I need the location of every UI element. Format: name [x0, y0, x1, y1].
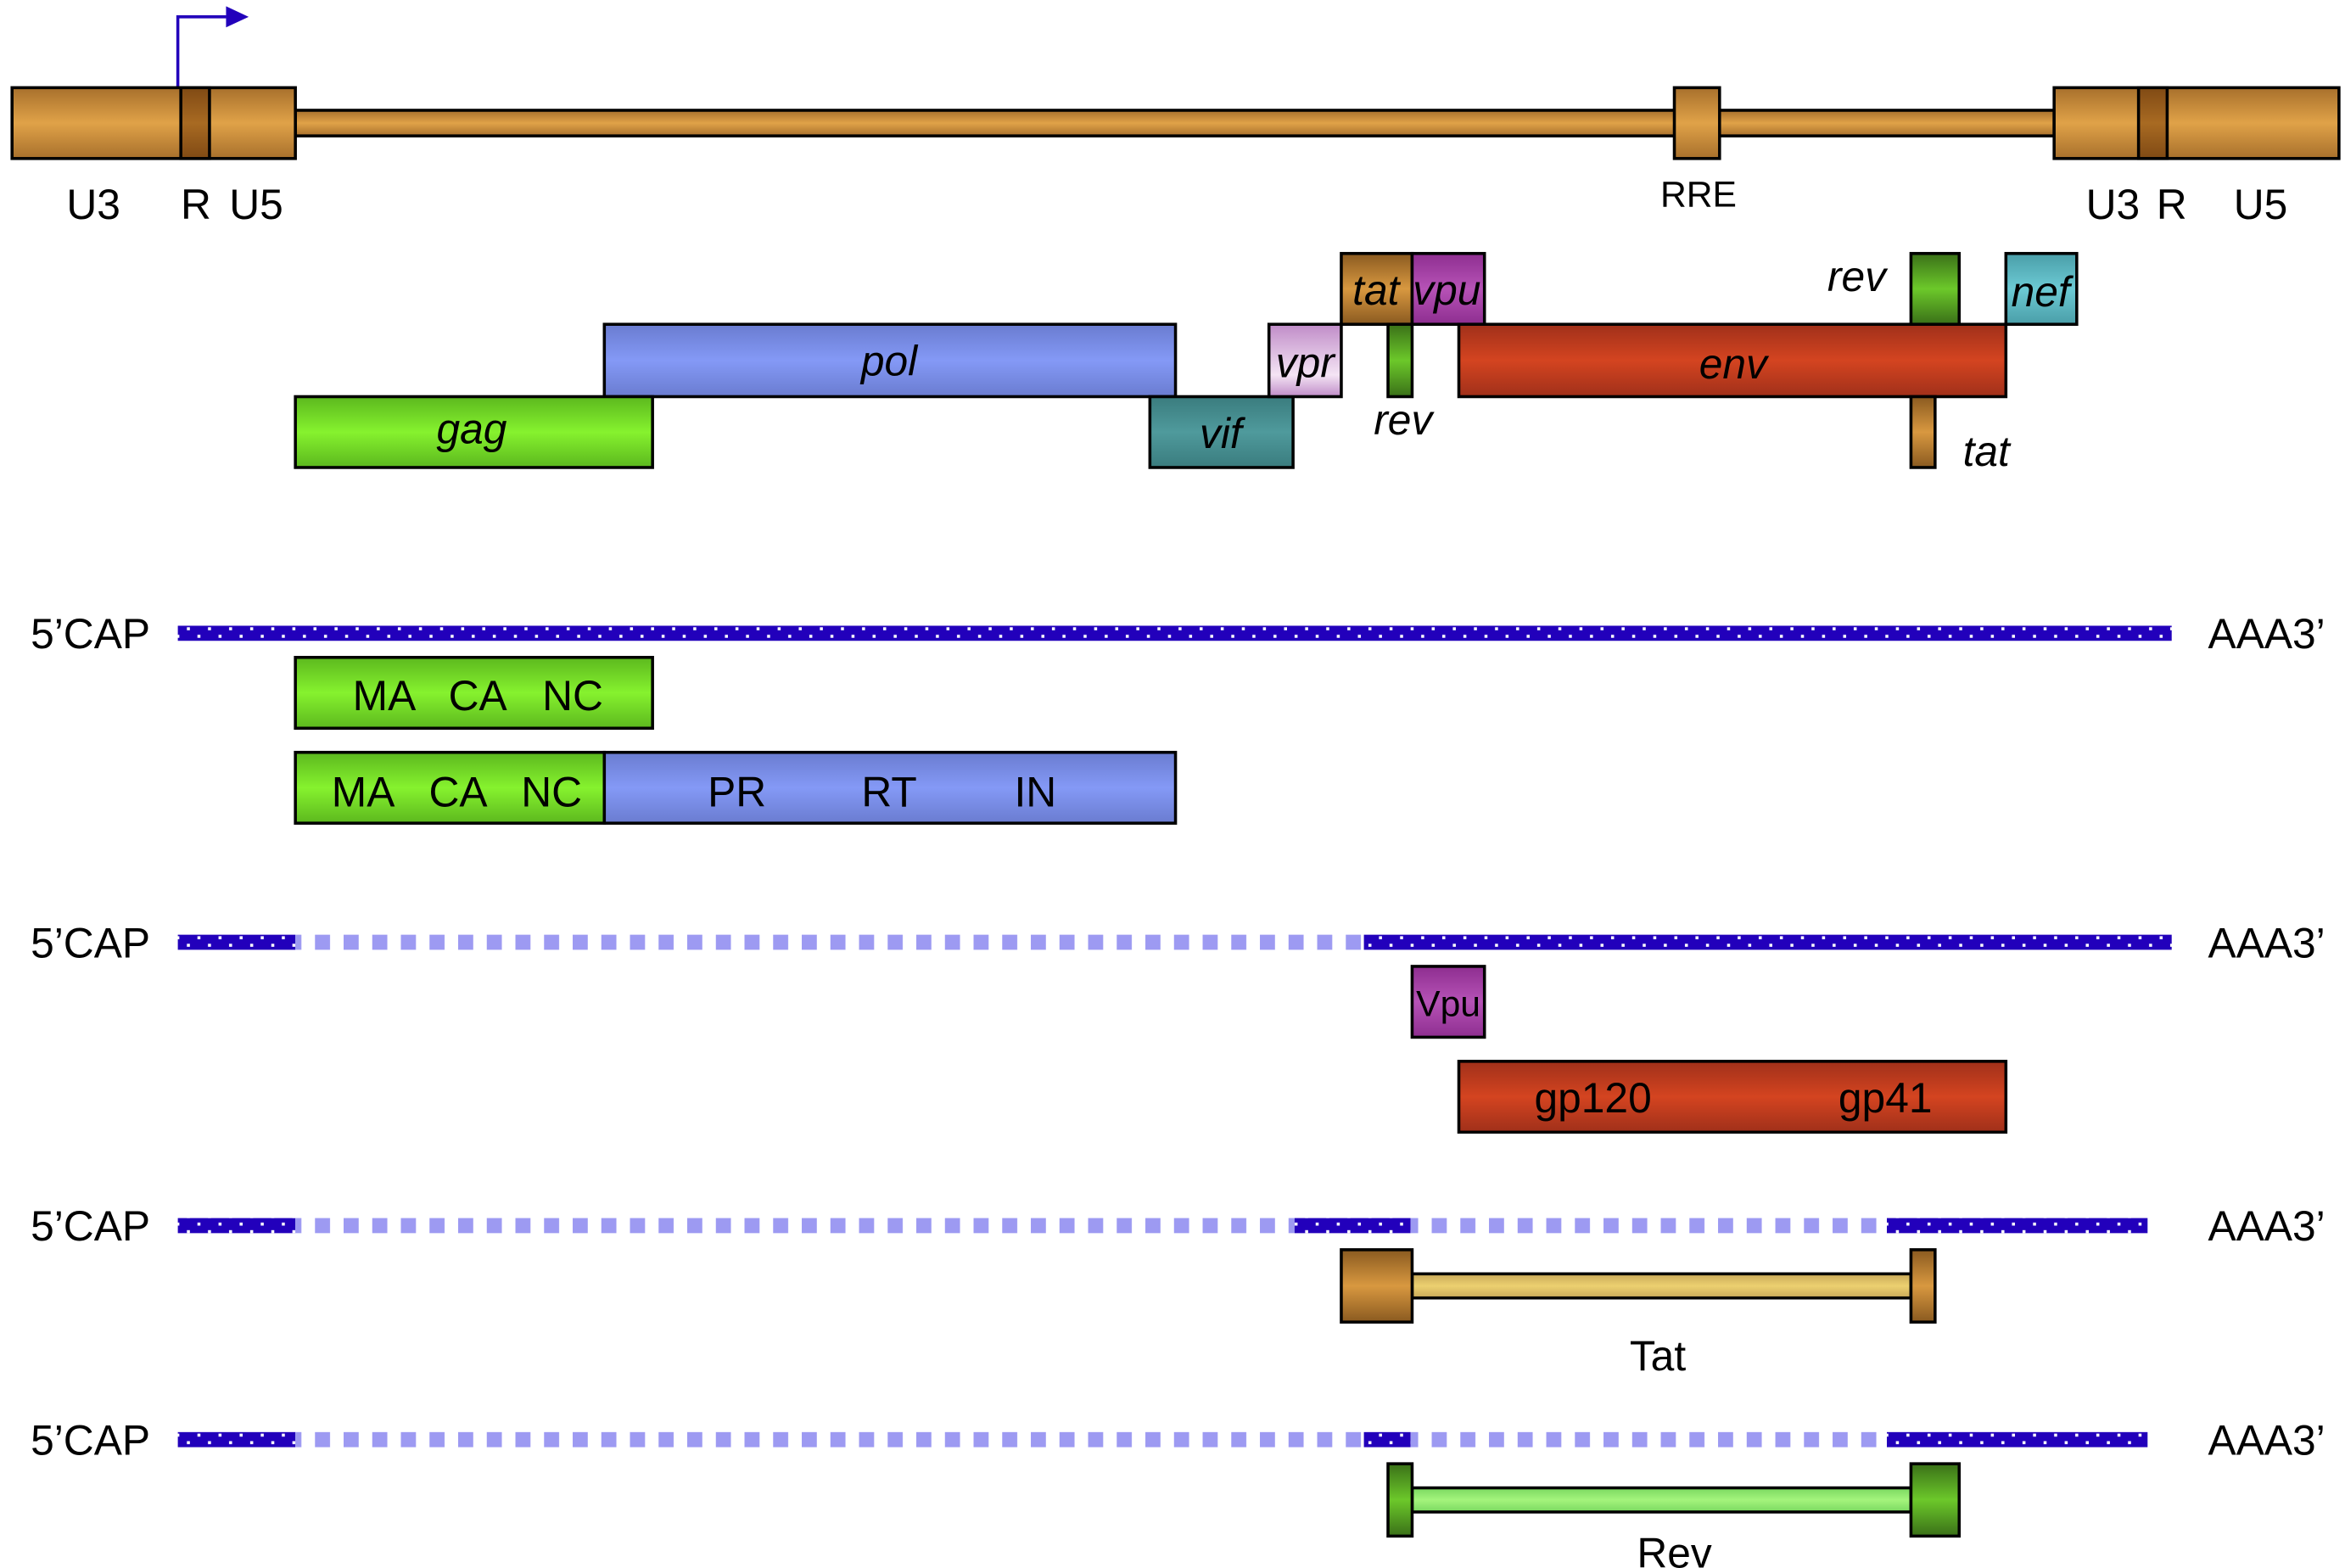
domain-nc: NC: [521, 769, 582, 816]
mrna-exon: [1363, 1431, 1411, 1448]
domain-ma: MA: [332, 769, 395, 816]
provirus: U3 R U5 RRE U3 R U5: [10, 6, 2341, 228]
gene-rev-exon1-label: rev: [1374, 396, 1435, 444]
domain-nc: NC: [542, 672, 603, 720]
domain-ca: CA: [428, 769, 488, 816]
gene-tat-exon2-label: tat: [1963, 428, 2012, 475]
protein-gag-pol: MA CA NC PR RT IN: [294, 750, 1178, 825]
mrna-exon: [1363, 934, 2172, 950]
rev-exon2-cap: [1909, 1462, 1962, 1538]
transcript-rev: 5’CAP AAA3’ Rev: [31, 1416, 2325, 1568]
protein-vpu: Vpu: [1410, 965, 1486, 1039]
gene-pol: pol: [602, 322, 1178, 399]
mrna-intron: [295, 1431, 1364, 1448]
label-ltr5-r: R: [181, 181, 211, 228]
gene-env: env: [1457, 322, 2008, 399]
domain-gp41: gp41: [1839, 1074, 1933, 1122]
protein-gag: MA CA NC: [294, 656, 654, 731]
tat-exon1-cap: [1340, 1248, 1414, 1324]
gene-tat-exon1-label: tat: [1352, 266, 1401, 314]
gene-tat-exon1: tat: [1340, 251, 1414, 326]
label-ltr5-u5: U5: [229, 181, 283, 228]
tat-linker: [1410, 1272, 1913, 1300]
mrna-exon: [177, 1218, 296, 1234]
mrna-intron: [1410, 1431, 1887, 1448]
transcript-tat: 5’CAP AAA3’ Tat: [31, 1202, 2325, 1380]
rre-element: [1672, 86, 1721, 160]
mrna-intron: [1410, 1218, 1887, 1234]
provirus-backbone: [294, 109, 2056, 137]
domain-ma: MA: [353, 672, 417, 720]
mrna-exon: [177, 934, 296, 950]
polya-label: AAA3’: [2208, 919, 2325, 966]
label-ltr5-u3: U3: [66, 181, 120, 228]
gene-vif-label: vif: [1200, 410, 1246, 457]
protein-tat: Tat: [1340, 1248, 1937, 1380]
label-ltr3-u3: U3: [2086, 181, 2141, 228]
ltr-3prime: [2052, 86, 2341, 160]
gene-vpu: vpu: [1410, 251, 1486, 326]
label-ltr3-r: R: [2157, 181, 2187, 228]
mrna-intron: [295, 1218, 1295, 1234]
gene-rev-exon1: rev: [1374, 322, 1435, 444]
gene-vif: vif: [1148, 395, 1295, 469]
transcription-start-arrow-icon: [176, 6, 249, 88]
protein-tat-label: Tat: [1630, 1332, 1687, 1380]
transcript-singly-spliced: 5’CAP AAA3’ Vpu gp120 gp41: [31, 919, 2325, 1134]
domain-rt: RT: [861, 769, 916, 816]
gene-pol-label: pol: [859, 338, 919, 385]
transcript-unspliced: 5’CAP AAA3’ MA CA NC MA CA NC PR RT IN: [31, 610, 2325, 825]
cap-label: 5’CAP: [31, 1202, 150, 1250]
mrna-exon: [177, 625, 2172, 641]
cap-label: 5’CAP: [31, 919, 150, 966]
mrna-exon: [177, 1431, 296, 1448]
rev-linker: [1410, 1486, 1913, 1514]
label-rre: RRE: [1660, 175, 1737, 216]
gene-tat-exon2: tat: [1909, 395, 2012, 475]
domain-gp120: gp120: [1534, 1074, 1651, 1122]
cap-label: 5’CAP: [31, 610, 150, 658]
mrna-exon: [1294, 1218, 1411, 1234]
polya-label: AAA3’: [2208, 1416, 2325, 1464]
gene-gag: gag: [294, 395, 654, 469]
label-ltr3-u5: U5: [2234, 181, 2288, 228]
ltr-3prime-r-region: [2136, 86, 2169, 160]
mrna-intron: [295, 934, 1364, 950]
gene-rev-exon2-label: rev: [1827, 253, 1889, 300]
polya-label: AAA3’: [2208, 1202, 2325, 1250]
domain-ca: CA: [449, 672, 508, 720]
ltr-5prime-r-region: [179, 86, 211, 160]
mrna-exon: [1886, 1431, 2148, 1448]
rev-exon1-cap: [1386, 1462, 1414, 1538]
domain-in: IN: [1014, 769, 1056, 816]
gene-map: pol gag vif vpr tat vpu rev env: [294, 251, 2079, 475]
protein-rev-label: Rev: [1637, 1530, 1712, 1568]
mrna-exon: [1886, 1218, 2148, 1234]
polya-label: AAA3’: [2208, 610, 2325, 658]
protein-env: gp120 gp41: [1457, 1060, 2008, 1134]
gene-rev-exon2: rev: [1827, 251, 1962, 326]
gene-nef-label: nef: [2012, 268, 2074, 316]
ltr-5prime: [10, 86, 297, 160]
gene-env-label: env: [1699, 340, 1770, 388]
gene-gag-label: gag: [437, 406, 507, 453]
gene-nef: nef: [2004, 251, 2079, 326]
gene-vpu-label: vpu: [1413, 266, 1480, 314]
domain-pr: PR: [708, 769, 766, 816]
protein-vpu-label: Vpu: [1416, 984, 1480, 1025]
gene-vpr: vpr: [1267, 322, 1343, 399]
protein-rev: Rev: [1386, 1462, 1962, 1568]
tat-exon2-cap: [1909, 1248, 1937, 1324]
cap-label: 5’CAP: [31, 1416, 150, 1464]
gene-vpr-label: vpr: [1276, 339, 1337, 386]
